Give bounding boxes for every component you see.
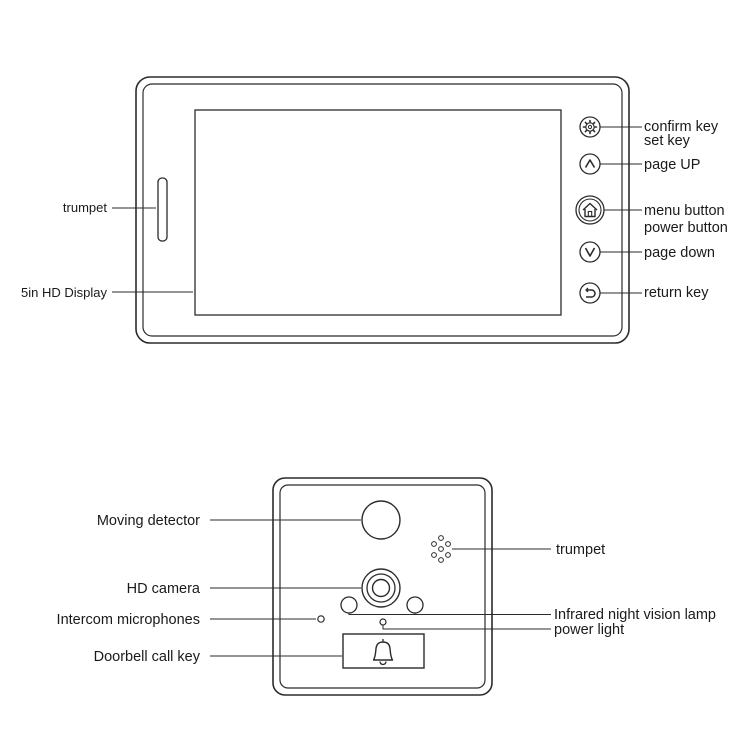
- label-hd-camera: HD camera: [127, 581, 201, 597]
- label-hd-display: 5in HD Display: [21, 285, 107, 300]
- chevron-up-icon: [584, 159, 596, 168]
- home-icon: [582, 202, 598, 218]
- doorbell-outer-frame: [272, 477, 493, 696]
- doorbell-call-key: [342, 633, 425, 669]
- doorbell-speaker-dots: [431, 535, 451, 563]
- label-infrared-lamp: Infrared night vision lamp: [554, 607, 716, 623]
- confirm-key-button: [579, 116, 601, 138]
- chevron-down-icon: [584, 247, 596, 257]
- label-power-light: power light: [554, 622, 624, 638]
- return-key-button: [579, 282, 601, 304]
- label-confirm-key: confirm key: [644, 119, 719, 135]
- page-up-button: [579, 153, 601, 175]
- bell-icon: [372, 639, 394, 666]
- infrared-lamp-left: [340, 596, 358, 614]
- monitor-outer-frame: [135, 76, 630, 344]
- monitor-speaker-slot: [157, 177, 168, 242]
- label-menu-button: menu button: [644, 203, 725, 219]
- page-down-button: [579, 241, 601, 263]
- indoor-monitor: trumpet 5in HD Display confirm key set k…: [21, 76, 728, 344]
- label-return-key: return key: [644, 285, 709, 301]
- label-doorbell-trumpet: trumpet: [556, 542, 605, 558]
- infrared-lamp-right: [406, 596, 424, 614]
- outdoor-doorbell: Moving detector HD camera Intercom micro…: [57, 477, 716, 696]
- doorbell-inner-frame: [279, 484, 486, 689]
- intercom-microphone: [317, 615, 325, 623]
- label-monitor-trumpet: trumpet: [63, 200, 107, 215]
- label-page-down: page down: [644, 245, 715, 261]
- menu-button: [575, 195, 605, 225]
- power-light: [379, 618, 387, 626]
- label-doorbell-call-key: Doorbell call key: [94, 649, 201, 665]
- monitor-screen: [194, 109, 562, 316]
- label-intercom-microphones: Intercom microphones: [57, 612, 200, 628]
- return-arrow-icon: [585, 287, 596, 298]
- moving-detector: [361, 500, 401, 540]
- gear-icon: [582, 119, 598, 135]
- label-power-button: power button: [644, 220, 728, 236]
- monitor-inner-frame: [142, 83, 623, 337]
- label-set-key: set key: [644, 133, 691, 149]
- label-page-up: page UP: [644, 157, 700, 173]
- hd-camera: [361, 568, 401, 608]
- label-moving-detector: Moving detector: [97, 513, 200, 529]
